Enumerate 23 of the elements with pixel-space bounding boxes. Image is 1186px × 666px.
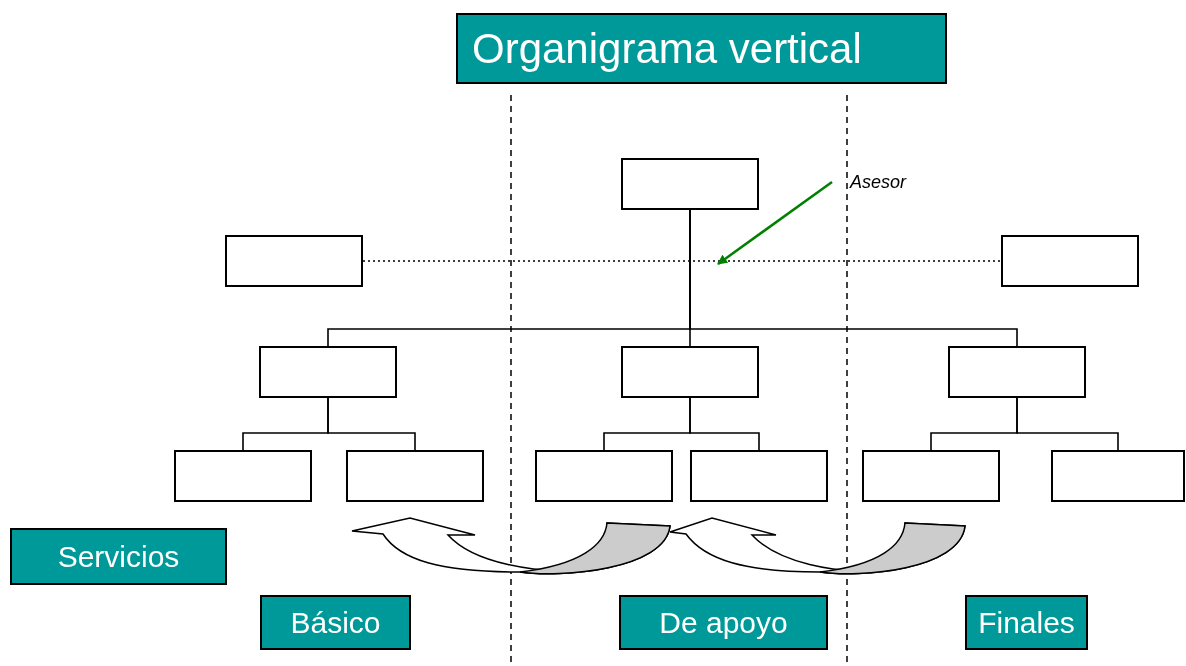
org-box <box>690 450 828 502</box>
org-box <box>621 346 759 398</box>
category-label: Básico <box>260 595 411 650</box>
category-label: Finales <box>965 595 1088 650</box>
org-box <box>535 450 673 502</box>
org-box <box>259 346 397 398</box>
note-text: Asesor <box>850 170 940 194</box>
org-box <box>948 346 1086 398</box>
org-box <box>1051 450 1185 502</box>
org-box <box>862 450 1000 502</box>
category-label: Servicios <box>10 528 227 585</box>
pointer-arrow <box>717 181 833 265</box>
org-box <box>1001 235 1139 287</box>
connector-line <box>327 397 416 451</box>
title-banner: Organigrama vertical <box>456 13 947 84</box>
category-label: De apoyo <box>619 595 828 650</box>
org-box <box>174 450 312 502</box>
connector-line <box>689 209 1018 347</box>
org-box <box>621 158 759 210</box>
connector-line <box>689 397 760 451</box>
org-box <box>225 235 363 287</box>
connector-line <box>1016 397 1119 451</box>
org-box <box>346 450 484 502</box>
